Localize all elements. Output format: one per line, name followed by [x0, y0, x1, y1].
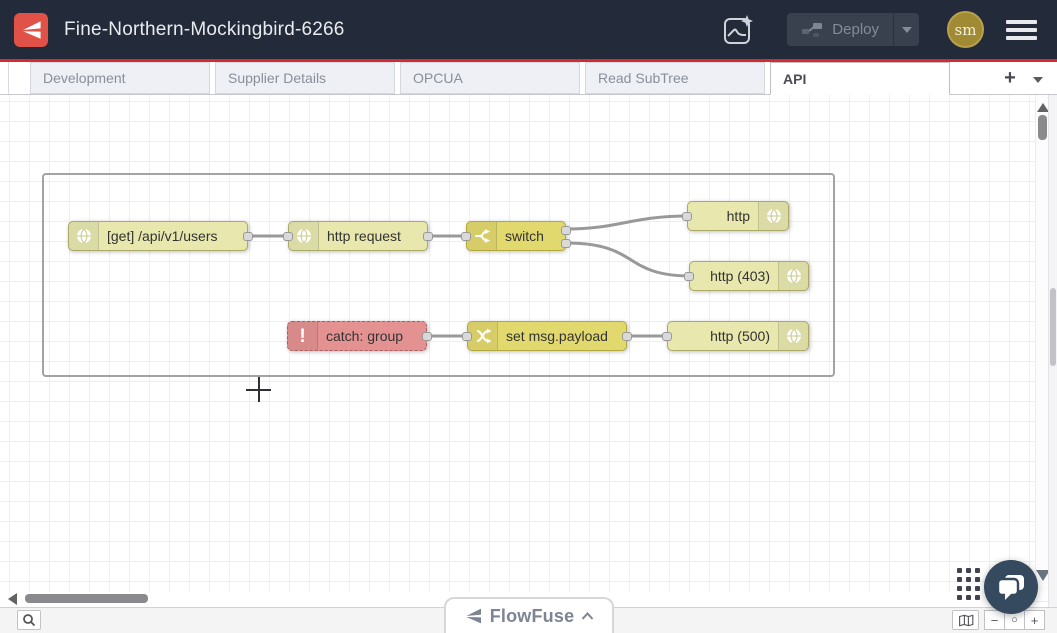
globe-icon	[778, 262, 808, 290]
tab-label: Read SubTree	[598, 70, 689, 86]
node-http-request[interactable]: http request	[283, 221, 433, 251]
chat-bubbles-icon	[996, 575, 1024, 600]
horizontal-scrollbar-thumb[interactable]	[25, 594, 148, 603]
node-label: http (500)	[710, 328, 770, 344]
navigator-button[interactable]	[952, 610, 979, 630]
flowfuse-gray-logo-icon	[466, 608, 481, 624]
browser-scrollbar[interactable]	[1048, 95, 1057, 607]
flowfuse-logo-icon	[23, 20, 41, 39]
node-label: set msg.payload	[506, 328, 608, 344]
crosshair-cursor	[258, 377, 260, 402]
node-label: [get] /api/v1/users	[107, 228, 218, 244]
node-port-in[interactable]	[684, 272, 694, 281]
map-icon	[958, 614, 973, 626]
node-port-in[interactable]	[461, 232, 471, 241]
chevron-down-icon	[1033, 77, 1043, 83]
deploy-button-label: Deploy	[832, 21, 879, 38]
deploy-button[interactable]: Deploy	[787, 13, 919, 46]
deploy-nodes-icon	[802, 23, 823, 37]
scroll-left-arrow-icon[interactable]	[8, 593, 17, 605]
node-http-response-500[interactable]: http (500)	[662, 321, 809, 351]
globe-icon	[289, 222, 319, 250]
node-http-response[interactable]: http	[682, 201, 789, 231]
scroll-down-arrow-icon[interactable]	[1036, 570, 1050, 581]
zoom-in-button[interactable]: +	[1024, 610, 1045, 630]
vertical-scrollbar[interactable]	[1035, 95, 1049, 591]
globe-icon	[778, 322, 808, 350]
node-label: catch: group	[326, 328, 404, 344]
search-button[interactable]	[17, 610, 41, 630]
tab-label: API	[783, 70, 807, 87]
node-port-out-1[interactable]	[561, 226, 571, 235]
flow-canvas[interactable]: [get] /api/v1/users http request switch	[0, 95, 1057, 607]
node-label: http request	[327, 228, 401, 244]
chevron-up-icon	[582, 612, 594, 620]
node-port-out[interactable]	[423, 232, 433, 241]
node-catch[interactable]: ! catch: group	[287, 321, 432, 351]
flowfuse-brand-label: FlowFuse	[489, 605, 575, 626]
flowfuse-footer-badge[interactable]: FlowFuse	[443, 597, 614, 633]
tab-label: OPCUA	[413, 70, 463, 86]
tab-list-menu-button[interactable]	[1027, 72, 1049, 88]
exclamation-glyph: !	[299, 325, 306, 347]
node-port-in[interactable]	[682, 212, 692, 221]
node-port-out-2[interactable]	[561, 239, 571, 248]
flowfuse-logo[interactable]	[14, 12, 48, 47]
header-bar: Fine-Northern-Mockingbird-6266	[0, 0, 1057, 62]
node-port-out[interactable]	[243, 232, 253, 241]
hamburger-menu-icon	[1006, 35, 1037, 40]
node-port-out[interactable]	[622, 332, 632, 341]
node-label: http	[726, 208, 750, 224]
fork-icon	[467, 222, 497, 250]
node-http-response-403[interactable]: http (403)	[684, 261, 809, 291]
deploy-button-main[interactable]: Deploy	[787, 13, 893, 46]
tab-label: Development	[43, 70, 126, 86]
tab-bar-divider	[0, 94, 1057, 95]
hamburger-menu-icon	[1006, 27, 1037, 32]
chat-launcher-button[interactable]	[984, 560, 1038, 614]
globe-icon	[758, 202, 788, 230]
ai-flow-sparkle-icon[interactable]	[719, 11, 757, 49]
zoom-out-button[interactable]: −	[984, 610, 1005, 630]
globe-icon	[69, 222, 99, 250]
hamburger-menu-icon	[1006, 19, 1037, 24]
add-tab-button[interactable]: +	[1004, 66, 1016, 89]
node-label: http (403)	[710, 268, 770, 284]
node-label: switch	[505, 228, 544, 244]
wire[interactable]	[564, 241, 693, 278]
canvas-controls: − ○ +	[952, 610, 1045, 630]
shuffle-icon	[468, 322, 498, 350]
node-port-out[interactable]	[422, 332, 432, 341]
zoom-controls: − ○ +	[984, 610, 1045, 630]
deploy-options-button[interactable]	[893, 13, 919, 46]
instance-title: Fine-Northern-Mockingbird-6266	[64, 18, 345, 40]
tab-supplier-details[interactable]: Supplier Details	[215, 62, 395, 94]
scroll-up-arrow-icon[interactable]	[1037, 103, 1049, 112]
wire[interactable]	[564, 214, 691, 231]
node-switch[interactable]: switch	[461, 221, 571, 251]
search-icon	[23, 614, 36, 627]
tab-api[interactable]: API	[770, 62, 950, 95]
drag-handle-dots[interactable]	[957, 568, 980, 600]
user-avatar[interactable]: sm	[947, 11, 984, 48]
tab-development[interactable]: Development	[30, 62, 210, 94]
node-port-in[interactable]	[283, 232, 293, 241]
browser-scrollbar-thumb[interactable]	[1050, 288, 1056, 366]
exclamation-icon: !	[288, 322, 318, 350]
node-http-in[interactable]: [get] /api/v1/users	[68, 221, 253, 251]
workspace-tab-bar: Development Supplier Details OPCUA Read …	[0, 62, 1057, 95]
tab-read-subtree[interactable]: Read SubTree	[585, 62, 765, 94]
header-actions: Deploy sm	[719, 11, 1037, 49]
node-port-in[interactable]	[662, 332, 672, 341]
tab-label: Supplier Details	[228, 70, 327, 86]
node-change[interactable]: set msg.payload	[462, 321, 632, 351]
vertical-scrollbar-thumb[interactable]	[1038, 115, 1047, 140]
tab-scroll-spacer	[8, 62, 30, 94]
node-port-in[interactable]	[462, 332, 472, 341]
tab-opcua[interactable]: OPCUA	[400, 62, 580, 94]
main-menu-button[interactable]	[1006, 16, 1037, 44]
avatar-initials: sm	[954, 20, 977, 39]
chevron-down-icon	[901, 26, 912, 33]
